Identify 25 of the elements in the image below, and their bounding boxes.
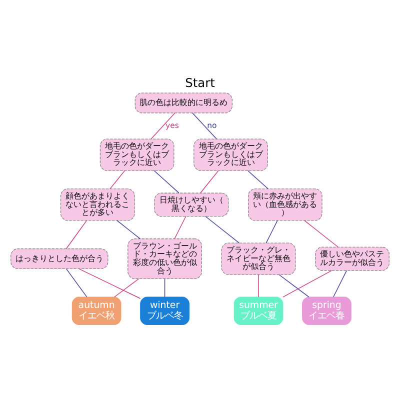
connector bbox=[282, 270, 332, 298]
connector bbox=[333, 270, 347, 298]
connector bbox=[164, 278, 166, 298]
connector bbox=[247, 170, 268, 190]
connector bbox=[304, 220, 338, 248]
node-box: summer ブルベ夏 bbox=[234, 296, 284, 326]
connector bbox=[66, 220, 87, 250]
connector bbox=[66, 268, 88, 298]
node-box: winter ブルベ冬 bbox=[140, 296, 190, 326]
connector bbox=[192, 112, 217, 140]
connector bbox=[266, 220, 278, 244]
connector bbox=[258, 274, 259, 298]
diagram-title: Start bbox=[185, 76, 215, 90]
node-box: autumn イエベ秋 bbox=[72, 296, 122, 326]
connector bbox=[174, 216, 186, 240]
connector bbox=[110, 170, 125, 190]
connector bbox=[114, 278, 140, 298]
connector bbox=[116, 220, 141, 240]
connector bbox=[278, 274, 310, 298]
node-box: spring イエベ春 bbox=[302, 296, 352, 326]
connector bbox=[200, 170, 219, 194]
connector bbox=[205, 216, 240, 244]
connector bbox=[150, 112, 176, 140]
connector bbox=[78, 268, 141, 299]
connector bbox=[154, 170, 180, 194]
